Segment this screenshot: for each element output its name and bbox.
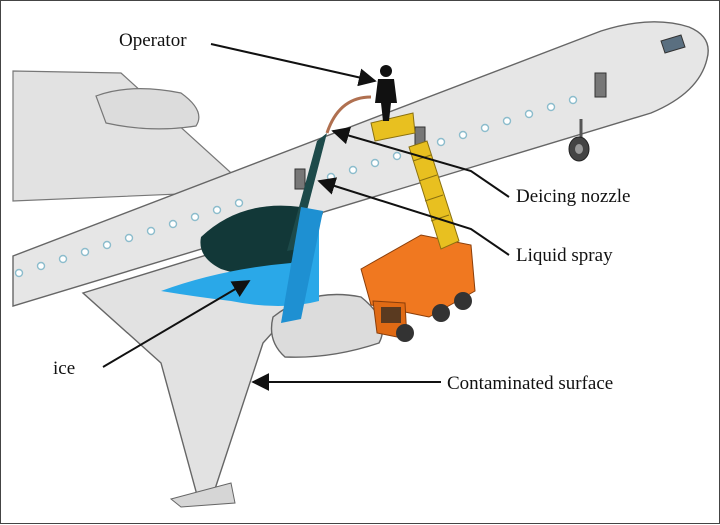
window-row xyxy=(14,95,578,278)
deicing-nozzle-label: Deicing nozzle xyxy=(516,186,631,207)
door-rear xyxy=(294,168,306,190)
winglet xyxy=(169,482,236,508)
cockpit-window xyxy=(660,34,686,54)
ice-arrow xyxy=(102,280,251,368)
operator-figure xyxy=(375,65,397,121)
liquid-spray-label: Liquid spray xyxy=(516,245,613,266)
deicing-hose xyxy=(325,95,372,134)
door-front xyxy=(594,72,607,98)
liquid-spray-arrow xyxy=(317,177,510,256)
operator-arrow xyxy=(210,43,377,87)
wing-leading-edge-blue xyxy=(281,207,323,323)
ice-blue-streaks xyxy=(161,217,319,306)
ice-label: ice xyxy=(53,358,76,379)
deicing-nozzle-arrow xyxy=(331,126,510,198)
nose-landing-gear xyxy=(568,119,590,162)
liquid-spray-cone xyxy=(287,133,327,251)
operator-label: Operator xyxy=(119,30,187,51)
fuselage xyxy=(12,21,709,307)
contaminated-surface-label: Contaminated surface xyxy=(447,373,614,394)
far-engine xyxy=(95,88,200,130)
